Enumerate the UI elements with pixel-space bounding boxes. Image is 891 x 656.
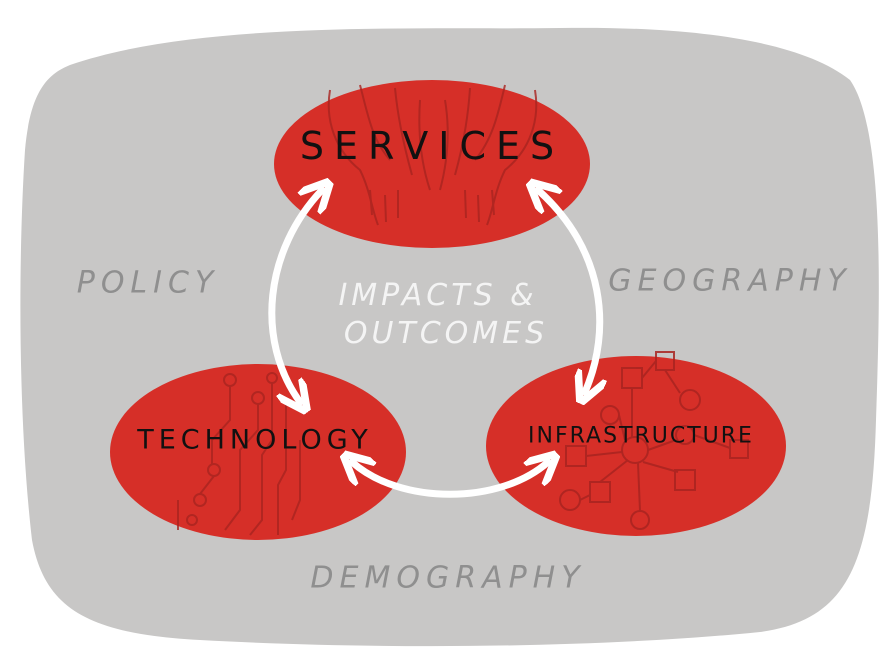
arrow-services-infrastructure <box>538 190 600 392</box>
center-label-line2: OUTCOMES <box>343 316 549 351</box>
technology-label: TECHNOLOGY <box>137 424 373 456</box>
context-geography: GEOGRAPHY <box>608 263 852 299</box>
infrastructure-label: INFRASTRUCTURE <box>528 423 754 449</box>
context-policy: POLICY <box>76 265 220 301</box>
arrow-services-technology <box>268 190 322 402</box>
network-icon <box>559 351 749 530</box>
circuit-icon <box>177 372 301 536</box>
arrow-technology-infrastructure <box>352 462 548 498</box>
center-label-line1: IMPACTS & <box>338 278 538 313</box>
services-label: SERVICES <box>299 124 565 168</box>
services-node <box>274 80 590 248</box>
context-demography: DEMOGRAPHY <box>310 560 586 596</box>
hands-icon <box>327 84 538 226</box>
